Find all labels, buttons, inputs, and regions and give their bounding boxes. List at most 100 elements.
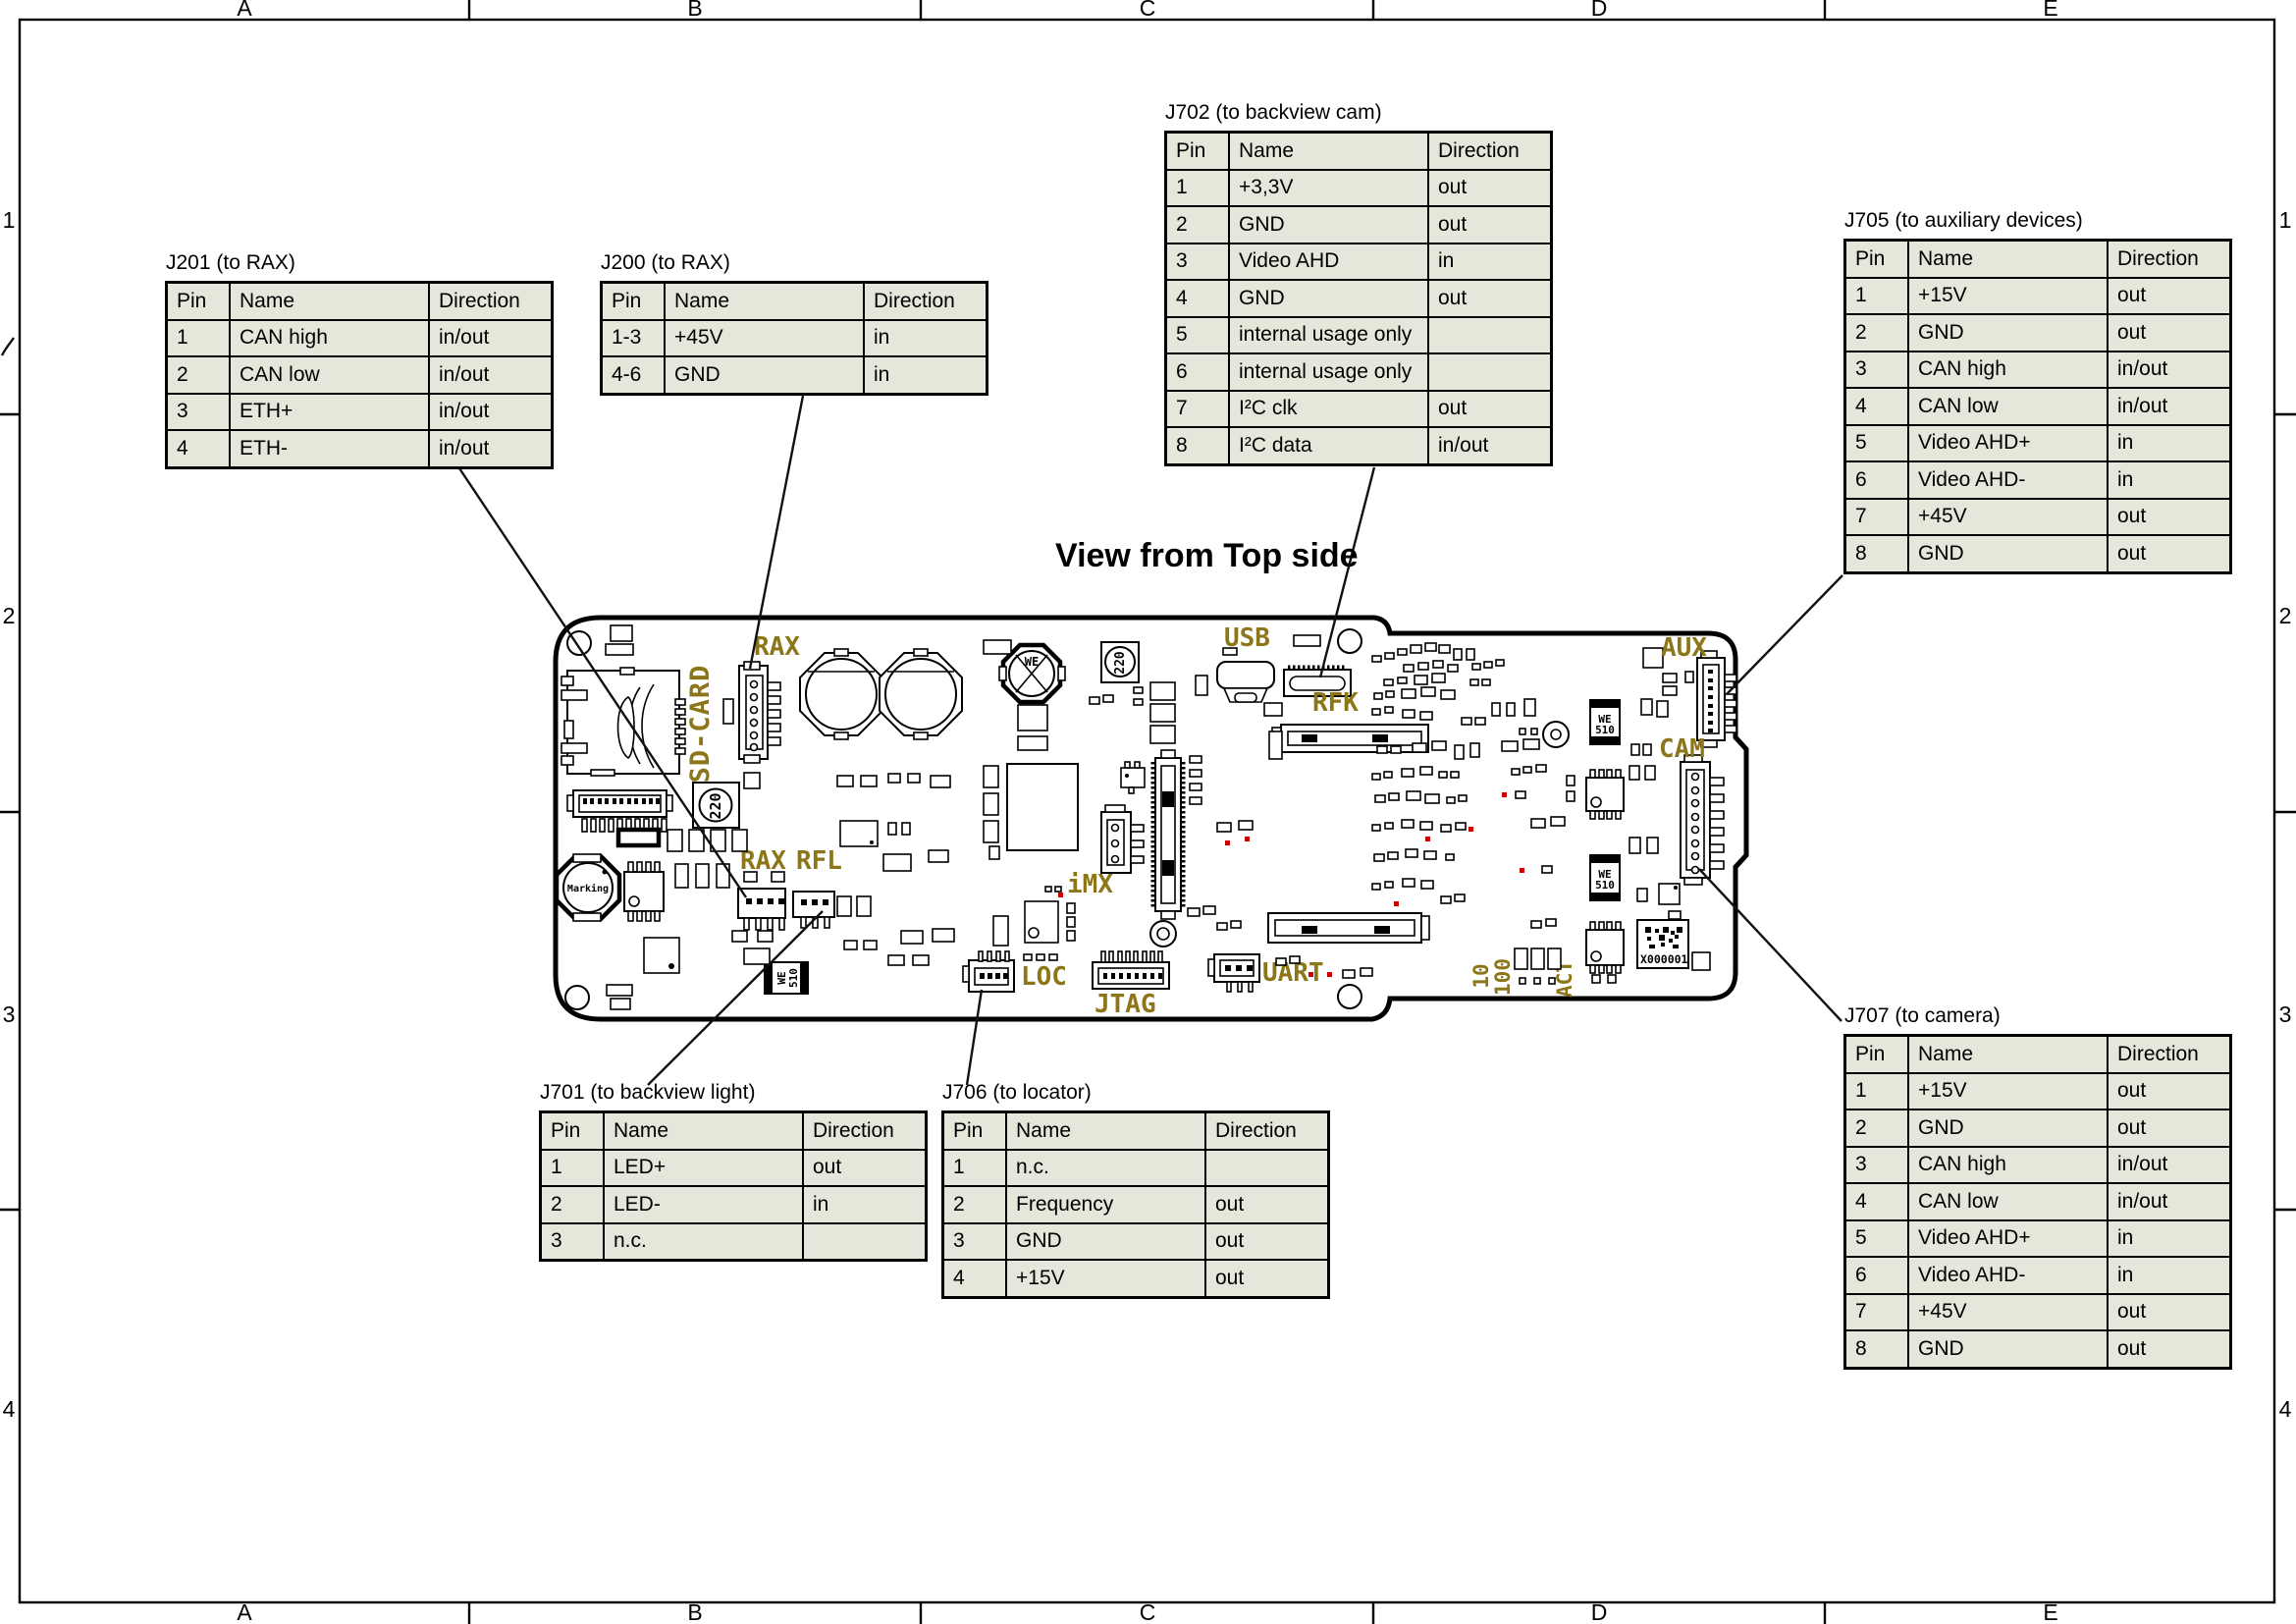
- we510-chip: WE 510: [764, 961, 809, 995]
- table-cell: in/out: [2107, 350, 2232, 389]
- grid-column-label: D: [1591, 1599, 1608, 1624]
- table-cell: 8: [1164, 426, 1230, 465]
- grid-row-label: 4: [3, 1396, 16, 1422]
- table-cell: 4: [941, 1259, 1007, 1298]
- soic8-chip: [623, 861, 665, 922]
- soic8-chip: [1585, 769, 1625, 820]
- column-header: Pin: [165, 281, 231, 321]
- column-header: Name: [1005, 1110, 1206, 1151]
- table-cell: 1: [1164, 168, 1230, 207]
- table-cell: in/out: [428, 429, 554, 468]
- column-header: Name: [1907, 239, 2109, 279]
- table-cell: +45V: [1907, 1292, 2109, 1331]
- table-cell: +45V: [1907, 497, 2109, 536]
- marking-label: Marking: [567, 883, 609, 894]
- table-cell: LED-: [603, 1185, 804, 1224]
- column-header: Name: [664, 281, 865, 321]
- table-cell: 1: [165, 318, 231, 357]
- table-cell: in: [2107, 460, 2232, 500]
- table-cell: in: [2107, 423, 2232, 462]
- grid-column-label: A: [237, 1599, 252, 1624]
- table-cell: [1204, 1148, 1330, 1187]
- passive-components: [605, 624, 1694, 1010]
- chip-label: 510: [1595, 879, 1615, 892]
- chip-label: 510: [1595, 724, 1615, 736]
- table-cell: out: [802, 1148, 928, 1187]
- eth10-label: 10: [1469, 963, 1493, 988]
- table-cell: out: [1204, 1185, 1330, 1224]
- table-cell: in: [863, 355, 988, 395]
- table-cell: CAN low: [1907, 1182, 2109, 1221]
- table-cell: n.c.: [603, 1221, 804, 1262]
- table-cell: out: [1427, 279, 1553, 318]
- table-cell: in: [2107, 1218, 2232, 1258]
- loc-label: LOC: [1021, 962, 1067, 992]
- table-cell: out: [2107, 497, 2232, 536]
- connector-b2b-center: [1149, 681, 1186, 947]
- table-cell: out: [1427, 168, 1553, 207]
- column-header: Pin: [539, 1110, 605, 1151]
- table-cell: in/out: [1427, 426, 1553, 465]
- table-cell: 3: [1843, 1145, 1909, 1184]
- table-cell: 5: [1843, 1218, 1909, 1258]
- table-cell: GND: [1228, 279, 1429, 318]
- connector-imx-power: [1100, 804, 1145, 874]
- jtag-label: JTAG: [1095, 990, 1156, 1019]
- table-cell: CAN high: [1907, 1145, 2109, 1184]
- aux-label: AUX: [1661, 633, 1707, 663]
- main-ic: [983, 763, 1079, 860]
- inductor-220: 220: [1100, 641, 1140, 683]
- page-title: View from Top side: [1055, 537, 1359, 574]
- black-component: [615, 827, 662, 848]
- grid-row-label: 1: [2279, 207, 2292, 233]
- chip-label: 510: [787, 968, 800, 988]
- grid-column-label: E: [2043, 0, 2057, 21]
- connector-jtag: [1092, 950, 1170, 990]
- table-cell: 4: [165, 429, 231, 468]
- connector-aux: [1642, 647, 1737, 748]
- table-title: J200 (to RAX): [601, 251, 730, 274]
- inductor-we: WE: [998, 642, 1066, 705]
- we510-chip: WE 510: [1589, 699, 1621, 745]
- table-cell: 2: [1164, 205, 1230, 244]
- usb-label: USB: [1224, 623, 1270, 653]
- table-cell: 4: [1843, 387, 1909, 426]
- table-cell: +15V: [1005, 1259, 1206, 1298]
- table-cell: CAN high: [229, 318, 430, 357]
- table-cell: in/out: [428, 355, 554, 395]
- table-cell: 5: [1843, 423, 1909, 462]
- grid-column-label: C: [1140, 1599, 1156, 1624]
- table-cell: out: [1427, 205, 1553, 244]
- column-header: Pin: [941, 1110, 1007, 1151]
- column-header: Direction: [1204, 1110, 1330, 1151]
- grid-row-label: 1: [3, 207, 16, 233]
- chip-label: WE: [1025, 655, 1039, 669]
- column-header: Pin: [600, 281, 666, 321]
- serial-number: X000001: [1640, 952, 1688, 966]
- table-cell: 7: [1843, 497, 1909, 536]
